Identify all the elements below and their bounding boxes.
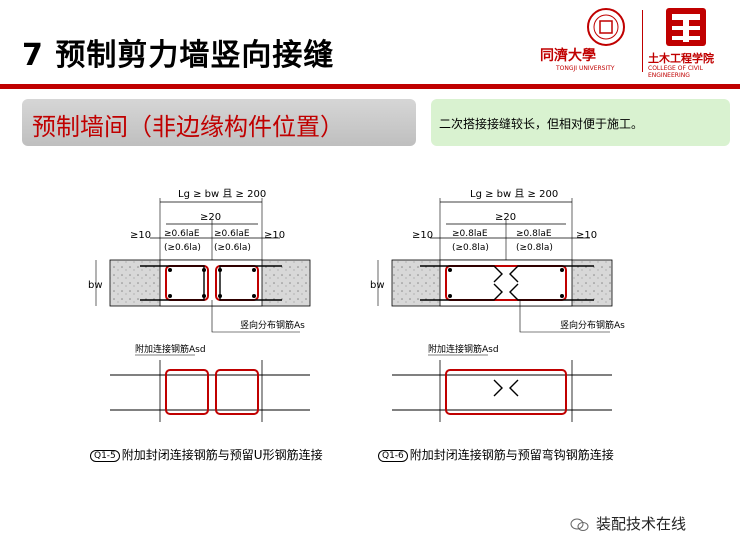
joint-diagrams: Lg ≥ bw 且 ≥ 200 ≥20 ≥10 ≥10 ≥0.6laE (≥0.… (88, 188, 625, 422)
logo-separator (642, 10, 643, 72)
right-lap-left2: (≥0.8la) (452, 243, 489, 253)
left-dim-mid: ≥20 (200, 212, 221, 223)
right-lap-left: ≥0.8laE (452, 229, 488, 239)
left-lap-left: ≥0.6laE (164, 229, 200, 239)
left-caption-text: 附加封闭连接钢筋与预留U形钢筋连接 (121, 448, 323, 462)
left-lap-left2: (≥0.6la) (164, 243, 201, 253)
right-caption-badge: Q1-6 (378, 449, 408, 462)
right-diagram: Lg ≥ bw 且 ≥ 200 ≥20 ≥10 ≥10 ≥0.8laE (≥0.… (370, 188, 625, 422)
right-dim-left: ≥10 (412, 230, 433, 241)
left-added-label: 附加连接钢筋Asd (135, 343, 206, 355)
left-dim-top: Lg ≥ bw 且 ≥ 200 (178, 188, 266, 200)
college-emblem-icon (666, 8, 706, 46)
college-sub: COLLEGE OF CIVIL ENGINEERING (648, 65, 703, 79)
subtitle-text: 预制墙间（非边缘构件位置） (32, 113, 344, 141)
tongji-name: 同濟大學 (540, 48, 596, 64)
right-dim-top: Lg ≥ bw 且 ≥ 200 (470, 188, 558, 200)
left-rebar-label: 竖向分布钢筋As (240, 319, 305, 331)
right-lap-right2: (≥0.8la) (516, 243, 553, 253)
left-caption-badge: Q1-5 (90, 449, 120, 462)
college-name: 土木工程学院 (648, 52, 714, 65)
footer-watermark: 装配技术在线 (570, 513, 686, 534)
right-caption-text: 附加封闭连接钢筋与预留弯钩钢筋连接 (409, 448, 614, 462)
left-dim-left: ≥10 (130, 230, 151, 241)
left-lap-right: ≥0.6laE (214, 229, 250, 239)
right-dim-right: ≥10 (576, 230, 597, 241)
tongji-seal-icon (587, 8, 625, 46)
left-dim-right: ≥10 (264, 230, 285, 241)
tongji-sub: TONGJI UNIVERSITY (556, 65, 615, 72)
right-rebar-label: 竖向分布钢筋As (560, 319, 625, 331)
page-title: 7 预制剪力墙竖向接缝 (22, 38, 335, 73)
left-diagram: Lg ≥ bw 且 ≥ 200 ≥20 ≥10 ≥10 ≥0.6laE (≥0.… (88, 188, 311, 422)
right-height-label: bw (370, 280, 385, 291)
right-added-label: 附加连接钢筋Asd (428, 343, 499, 355)
note-panel: 二次搭接接缝较长，但相对便于施工。 (431, 99, 730, 146)
footer-text: 装配技术在线 (596, 515, 687, 533)
left-height-label: bw (88, 280, 103, 291)
note-text: 二次搭接接缝较长，但相对便于施工。 (439, 117, 644, 131)
right-lap-right: ≥0.8laE (516, 229, 552, 239)
header-divider (0, 84, 740, 89)
left-lap-right2: (≥0.6la) (214, 243, 251, 253)
subtitle-panel: 预制墙间（非边缘构件位置） (22, 99, 416, 146)
wechat-icon (570, 518, 589, 531)
right-dim-mid: ≥20 (495, 212, 516, 223)
